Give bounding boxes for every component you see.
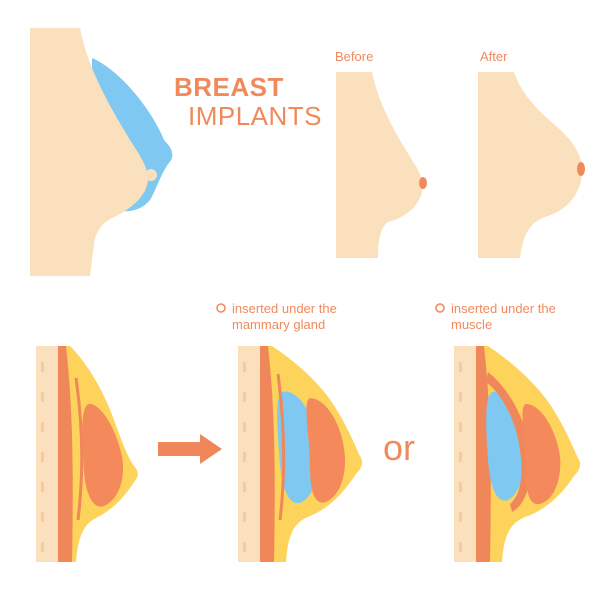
or-connector: or bbox=[383, 427, 416, 468]
nipple-large bbox=[145, 169, 157, 181]
rib-mark bbox=[243, 482, 246, 492]
rib-mark bbox=[243, 362, 246, 372]
rib-mark bbox=[243, 392, 246, 402]
cross-section-under-gland bbox=[238, 346, 363, 562]
rib-mark bbox=[41, 392, 44, 402]
muscle-layer bbox=[58, 346, 73, 562]
option-1-caption-line-1: inserted under the bbox=[232, 301, 337, 316]
rib-mark bbox=[41, 482, 44, 492]
rib-mark bbox=[459, 482, 462, 492]
profile-with-implant bbox=[30, 28, 173, 276]
rib-mark bbox=[41, 542, 44, 552]
title-line-2: IMPLANTS bbox=[188, 101, 323, 131]
option-2-caption-line-1: inserted under the bbox=[451, 301, 556, 316]
nipple-after bbox=[577, 162, 585, 176]
nipple-before bbox=[419, 177, 427, 189]
caption-bullet-icon bbox=[216, 303, 226, 313]
before-profile bbox=[336, 72, 427, 258]
cross-section-under-muscle bbox=[454, 346, 581, 562]
after-label: After bbox=[480, 49, 508, 64]
ligament bbox=[74, 377, 84, 521]
before-label: Before bbox=[335, 49, 374, 64]
after-profile bbox=[478, 72, 585, 258]
gland bbox=[82, 403, 124, 507]
arrow-right-icon bbox=[158, 434, 222, 464]
rib-mark bbox=[459, 422, 462, 432]
rib-mark bbox=[459, 542, 462, 552]
torso-silhouette-large bbox=[30, 28, 148, 276]
gland bbox=[306, 398, 346, 503]
muscle-layer bbox=[260, 346, 275, 562]
rib-mark bbox=[41, 422, 44, 432]
rib-mark bbox=[459, 362, 462, 372]
rib-mark bbox=[243, 542, 246, 552]
torso-silhouette-after bbox=[478, 72, 583, 258]
option-1-caption-line-2: mammary gland bbox=[232, 317, 326, 332]
ligament bbox=[276, 373, 286, 521]
muscle-layer bbox=[476, 346, 491, 562]
pectoral-muscle-over-implant bbox=[486, 372, 531, 512]
gland bbox=[522, 404, 561, 505]
rib-mark bbox=[41, 452, 44, 462]
caption-bullet-icon bbox=[435, 303, 445, 313]
rib-mark bbox=[41, 362, 44, 372]
rib-mark bbox=[243, 452, 246, 462]
rib-mark bbox=[459, 512, 462, 522]
cross-section-original bbox=[36, 346, 138, 562]
rib-mark bbox=[459, 392, 462, 402]
rib-mark bbox=[243, 512, 246, 522]
rib-mark bbox=[459, 452, 462, 462]
title-line-1: BREAST bbox=[174, 72, 284, 102]
torso-silhouette-before bbox=[336, 72, 423, 258]
rib-mark bbox=[243, 422, 246, 432]
option-2-caption-line-2: muscle bbox=[451, 317, 493, 332]
rib-mark bbox=[41, 512, 44, 522]
